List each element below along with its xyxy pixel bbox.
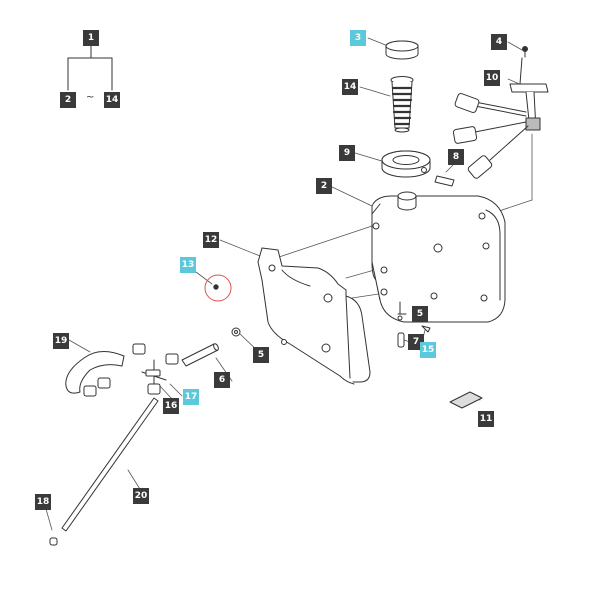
callout-8: 8 — [448, 149, 464, 165]
nut-highlight — [204, 274, 232, 302]
cross-fitting-part — [83, 343, 179, 397]
callout-15: 15 — [420, 342, 436, 358]
cap-part — [385, 40, 419, 60]
callout-4: 4 — [491, 34, 507, 50]
pin-part — [434, 175, 455, 187]
level-sensor-part — [452, 57, 549, 179]
legend-bracket — [67, 45, 113, 91]
callout-12: 12 — [203, 232, 219, 248]
callout-18: 18 — [35, 494, 51, 510]
callout-9: 9 — [339, 145, 355, 161]
filler-ring-part — [381, 150, 431, 178]
end-cap-part — [49, 537, 58, 546]
callout-16: 16 — [163, 398, 179, 414]
callout-10: 10 — [484, 70, 500, 86]
callout-5: 5 — [253, 347, 269, 363]
callout-3: 3 — [350, 30, 366, 46]
filter-strainer-part — [390, 76, 414, 133]
callout-2-legend: 2 — [60, 92, 76, 108]
callout-14: 14 — [342, 79, 358, 95]
tank-fittings-part — [397, 301, 431, 348]
legend-separator: ~ — [86, 92, 95, 103]
callout-6: 6 — [214, 372, 230, 388]
long-pipe-part — [61, 397, 159, 532]
washer-part — [231, 327, 241, 337]
screw-part — [522, 46, 528, 58]
callout-5-tank: 5 — [412, 306, 428, 322]
pad-part — [449, 391, 483, 409]
callout-11: 11 — [478, 411, 494, 427]
callout-1: 1 — [83, 30, 99, 46]
callout-19: 19 — [53, 333, 69, 349]
fuel-tank-part — [371, 191, 506, 323]
support-bracket-part — [257, 247, 371, 385]
callout-17: 17 — [183, 389, 199, 405]
callout-20: 20 — [133, 488, 149, 504]
leader-lines — [45, 37, 533, 531]
callout-14-legend: 14 — [104, 92, 120, 108]
callout-2: 2 — [316, 178, 332, 194]
tube-part — [181, 343, 219, 367]
callout-13: 13 — [180, 257, 196, 273]
curved-hose-part — [65, 351, 125, 394]
